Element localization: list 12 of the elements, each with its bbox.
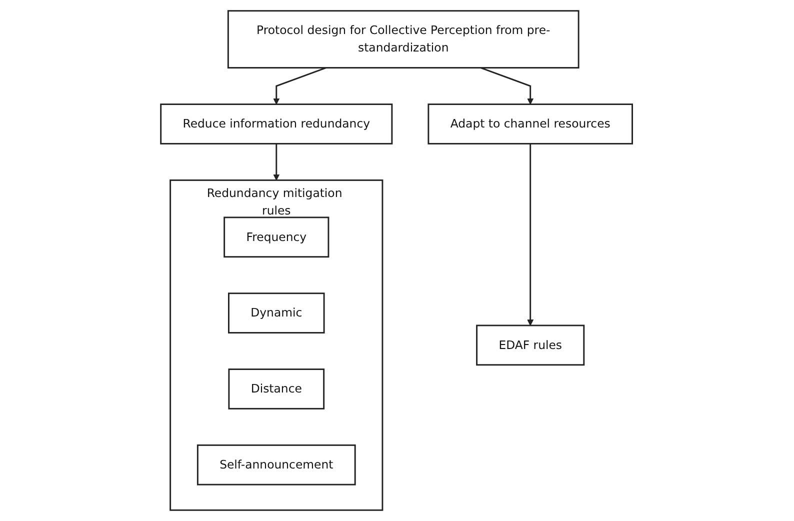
arrow (480, 67, 534, 105)
node-box: Reduce information redundancy (160, 104, 394, 144)
node-box: Frequency (224, 216, 330, 258)
node-box: EDAF rules (476, 324, 586, 366)
node-box: Dynamic (228, 292, 326, 334)
node-box: Protocol design for Collective Perception from pre-standardization (228, 10, 580, 68)
node-box: Adapt to channel resources (428, 104, 634, 144)
arrow (274, 144, 280, 180)
node-box: Distance (228, 368, 325, 410)
arrow (274, 67, 327, 105)
node-box: Self-announcement (197, 444, 356, 486)
arrow (528, 144, 534, 326)
